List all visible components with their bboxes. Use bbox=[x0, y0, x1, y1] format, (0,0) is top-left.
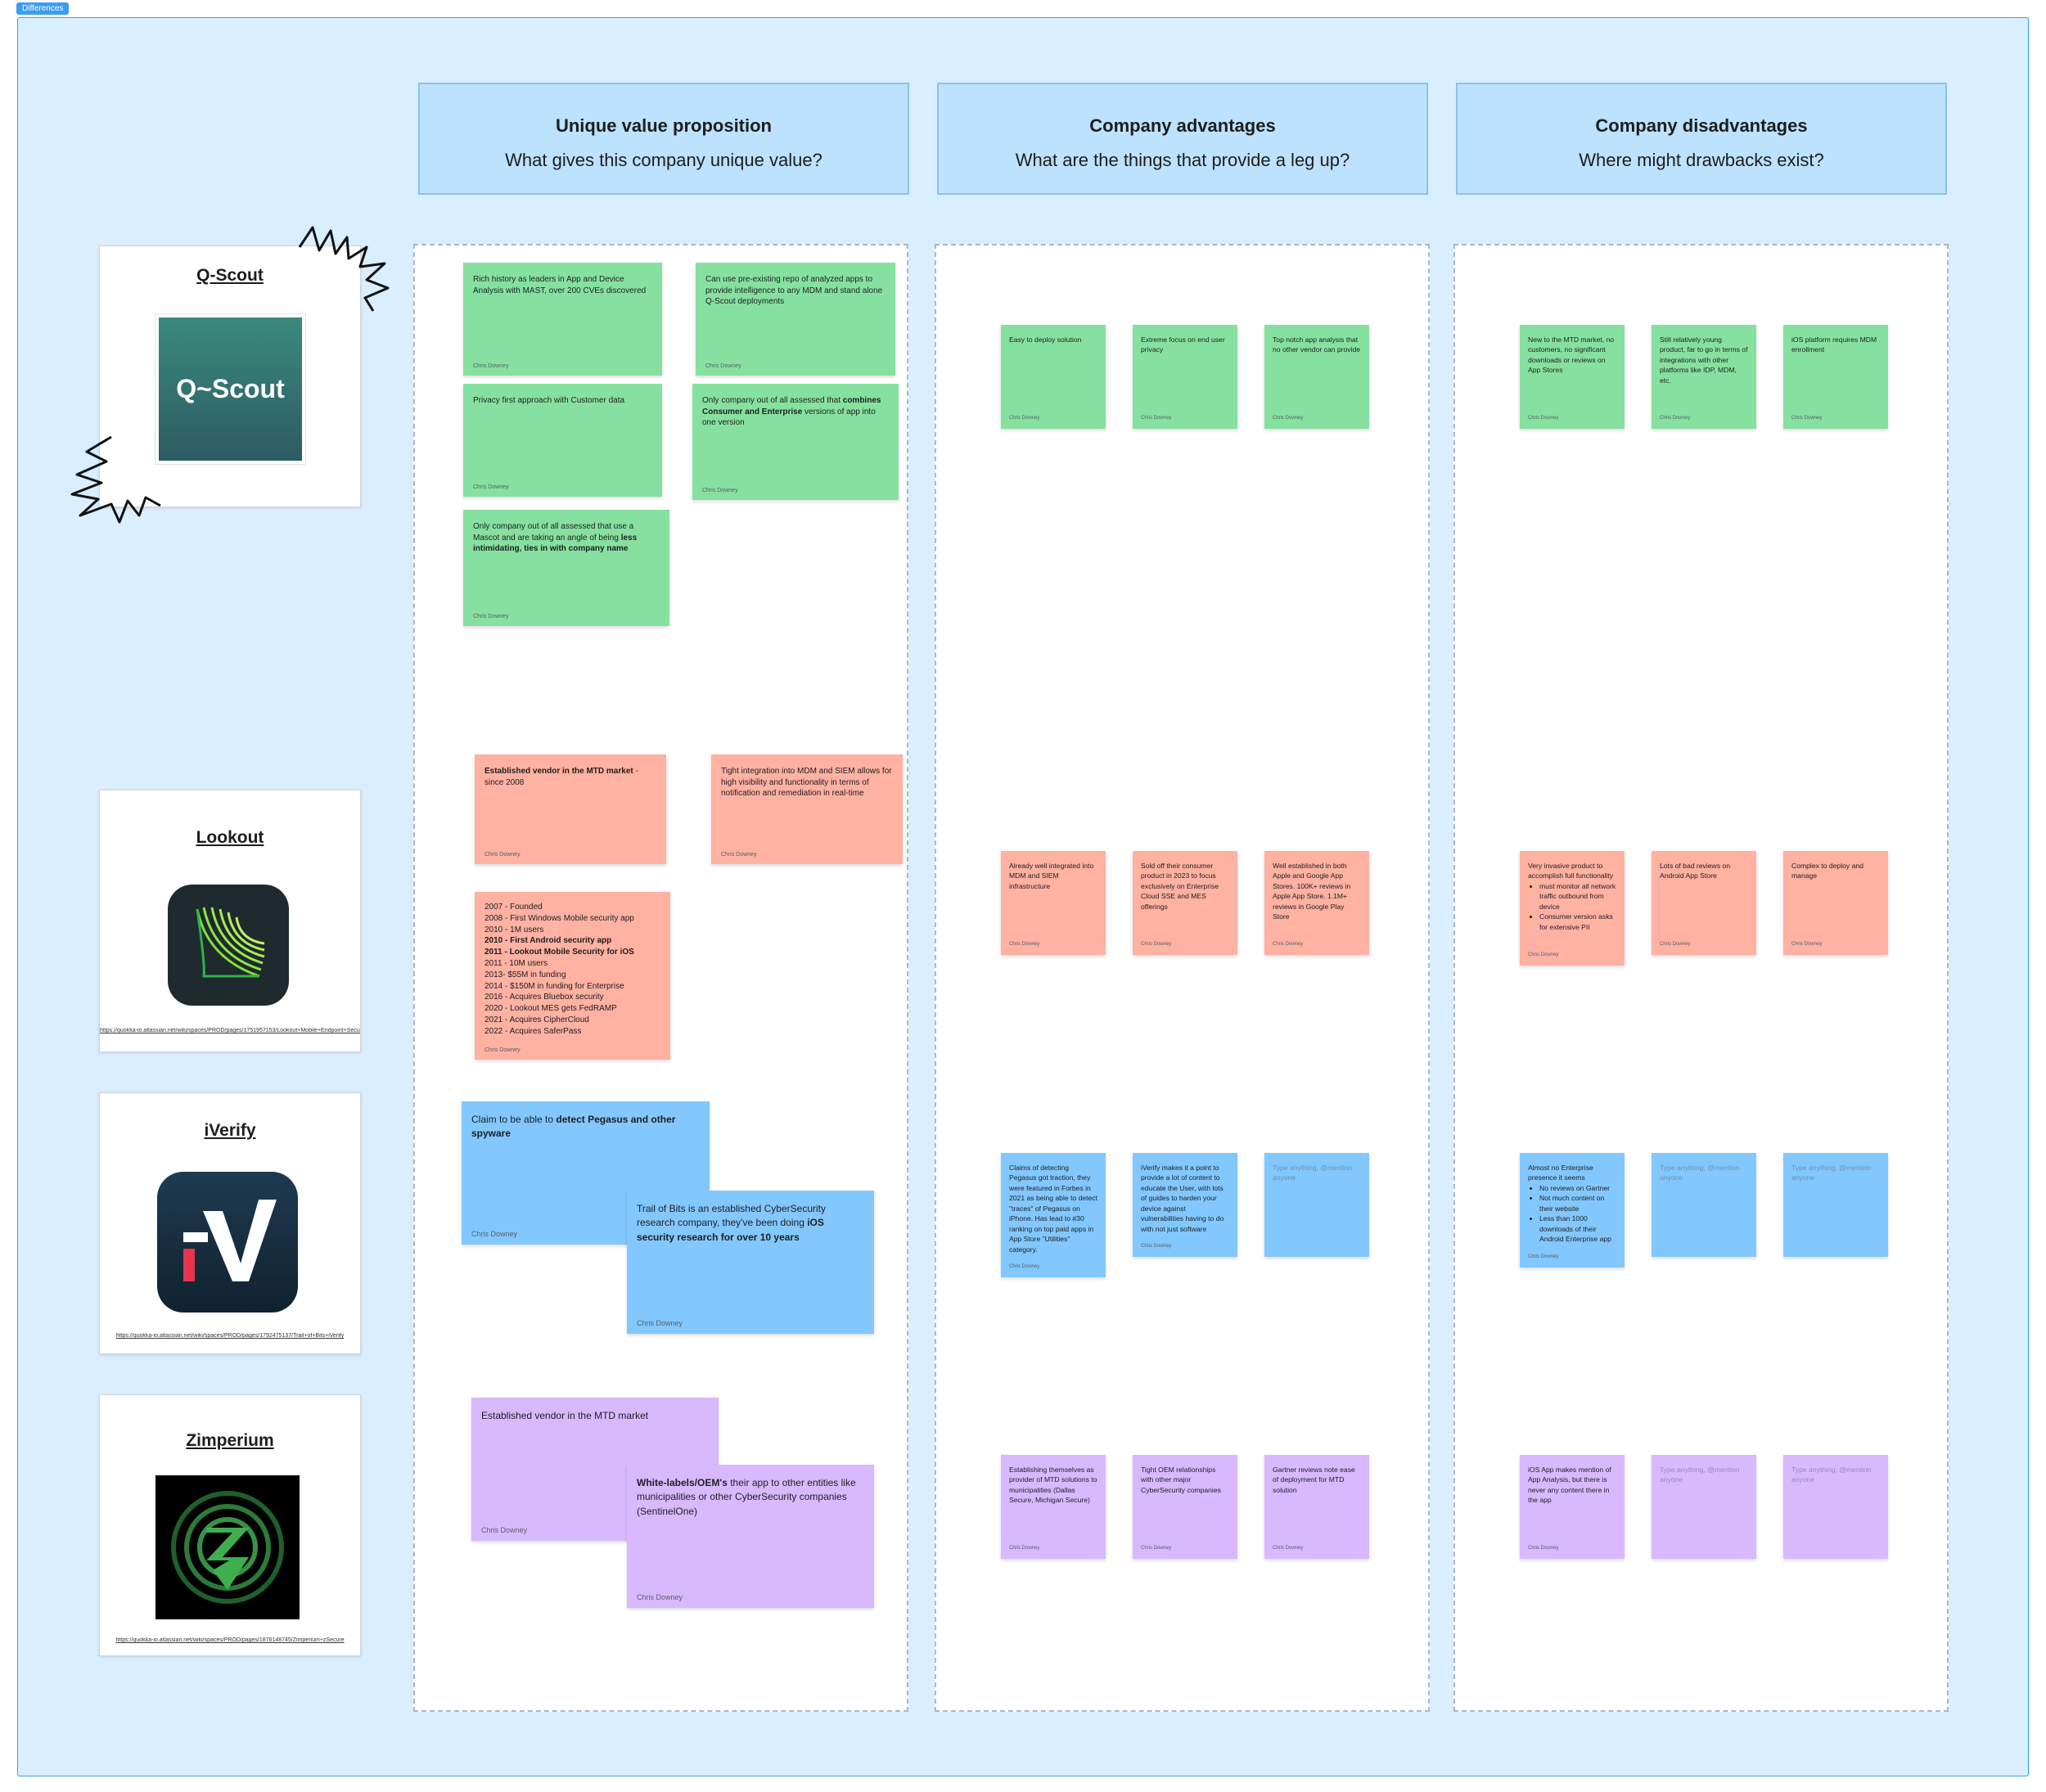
note-author: Chris Downey bbox=[637, 1319, 683, 1327]
sticky-note[interactable]: Privacy first approach with Customer dat… bbox=[463, 384, 662, 497]
note-author: Chris Downey bbox=[705, 363, 741, 369]
sticky-note[interactable]: Top notch app analysis that no other ven… bbox=[1264, 325, 1369, 429]
note-author: Chris Downey bbox=[1273, 942, 1304, 947]
company-card-zimperium[interactable]: Zimperium https://quokka-io.atlassian.ne… bbox=[99, 1394, 361, 1656]
note-author: Chris Downey bbox=[1528, 1254, 1559, 1259]
note-author: Chris Downey bbox=[1009, 942, 1040, 947]
sticky-note[interactable]: Very invasive product to accomplish full… bbox=[1520, 851, 1625, 966]
company-name: iVerify bbox=[204, 1121, 256, 1140]
note-author: Chris Downey bbox=[473, 484, 509, 490]
sticky-note[interactable]: Tight integration into MDM and SIEM allo… bbox=[711, 754, 903, 864]
note-author: Chris Downey bbox=[637, 1593, 683, 1601]
note-author: Chris Downey bbox=[1660, 942, 1691, 947]
sticky-note[interactable]: Extreme focus on end user privacy Chris … bbox=[1133, 325, 1237, 429]
header-unique-value[interactable]: Unique value proposition What gives this… bbox=[418, 83, 909, 195]
note-author: Chris Downey bbox=[1660, 416, 1691, 421]
header-advantages[interactable]: Company advantages What are the things t… bbox=[937, 83, 1428, 195]
note-author: Chris Downey bbox=[1141, 1244, 1172, 1249]
note-author: Chris Downey bbox=[721, 852, 757, 858]
empty-sticky-note[interactable]: Type anything, @mention anyone bbox=[1652, 1153, 1756, 1257]
sticky-note[interactable]: Only company out of all assessed that us… bbox=[463, 510, 669, 626]
iverify-logo-icon bbox=[157, 1172, 298, 1312]
note-author: Chris Downey bbox=[1528, 1546, 1559, 1551]
logo-text: Q~Scout bbox=[176, 374, 285, 403]
note-author: Chris Downey bbox=[1528, 952, 1559, 957]
sticky-note[interactable]: Can use pre-existing repo of analyzed ap… bbox=[696, 263, 895, 376]
header-title: Company disadvantages bbox=[1595, 115, 1808, 136]
company-name: Lookout bbox=[196, 828, 264, 847]
company-card-iverify[interactable]: iVerify https://quokka-io.atlassian.net/… bbox=[99, 1092, 361, 1354]
sticky-note[interactable]: Rich history as leaders in App and Devic… bbox=[463, 263, 662, 376]
company-card-lookout[interactable]: Lookout https://quokka-io.atlassian.net/… bbox=[99, 790, 361, 1052]
header-disadvantages[interactable]: Company disadvantages Where might drawba… bbox=[1456, 83, 1947, 195]
header-subtitle: What are the things that provide a leg u… bbox=[1015, 150, 1350, 170]
note-author: Chris Downey bbox=[1009, 416, 1040, 421]
note-author: Chris Downey bbox=[481, 1526, 528, 1534]
company-name: Q-Scout bbox=[196, 266, 264, 285]
sticky-note[interactable]: 2007 - Founded 2008 - First Windows Mobi… bbox=[475, 892, 670, 1060]
note-author: Chris Downey bbox=[484, 852, 521, 858]
note-author: Chris Downey bbox=[484, 1047, 521, 1053]
lookout-logo-icon bbox=[168, 885, 289, 1006]
empty-sticky-note[interactable]: Type anything, @mention anyone bbox=[1264, 1153, 1369, 1257]
note-author: Chris Downey bbox=[471, 1230, 518, 1238]
sticky-note[interactable]: Claims of detecting Pegasus got traction… bbox=[1001, 1153, 1106, 1277]
note-author: Chris Downey bbox=[1791, 416, 1823, 421]
sticky-note[interactable]: Established vendor in the MTD market - s… bbox=[475, 754, 666, 864]
note-author: Chris Downey bbox=[1273, 1546, 1304, 1551]
empty-sticky-note[interactable]: Type anything, @mention anyone bbox=[1783, 1455, 1888, 1559]
note-author: Chris Downey bbox=[1009, 1546, 1040, 1551]
lookout-wiki-link[interactable]: https://quokka-io.atlassian.net/wiki/spa… bbox=[100, 1028, 360, 1033]
sticky-note[interactable]: Trail of Bits is an established CyberSec… bbox=[627, 1191, 874, 1334]
note-author: Chris Downey bbox=[1273, 416, 1304, 421]
note-author: Chris Downey bbox=[702, 488, 738, 493]
lookout-timeline: 2007 - Founded 2008 - First Windows Mobi… bbox=[484, 903, 634, 1036]
empty-sticky-note[interactable]: Type anything, @mention anyone bbox=[1652, 1455, 1756, 1559]
qscout-logo-icon: Q~Scout bbox=[155, 314, 305, 464]
header-subtitle: Where might drawbacks exist? bbox=[1579, 150, 1824, 170]
sticky-note[interactable]: Complex to deploy and manage Chris Downe… bbox=[1783, 851, 1888, 955]
zimperium-logo-icon bbox=[155, 1475, 300, 1619]
sticky-note[interactable]: Well established in both Apple and Googl… bbox=[1264, 851, 1369, 955]
sticky-note[interactable]: White-labels/OEM's their app to other en… bbox=[627, 1465, 874, 1608]
sticky-note[interactable]: iOS platform requires MDM enrollment Chr… bbox=[1783, 325, 1888, 429]
header-title: Company advantages bbox=[1089, 115, 1276, 136]
sticky-note[interactable]: Establishing themselves as provider of M… bbox=[1001, 1455, 1106, 1559]
empty-sticky-note[interactable]: Type anything, @mention anyone bbox=[1783, 1153, 1888, 1257]
sticky-note[interactable]: Almost no Enterprise presence it seems N… bbox=[1520, 1153, 1625, 1267]
zimperium-wiki-link[interactable]: https://quokka-io.atlassian.net/wiki/spa… bbox=[115, 1637, 345, 1643]
scribble-decoration-icon[interactable] bbox=[295, 223, 393, 313]
header-title: Unique value proposition bbox=[555, 115, 772, 136]
header-subtitle: What gives this company unique value? bbox=[505, 150, 822, 170]
note-author: Chris Downey bbox=[473, 363, 509, 369]
note-author: Chris Downey bbox=[1141, 942, 1172, 947]
note-author: Chris Downey bbox=[1528, 416, 1559, 421]
sticky-note[interactable]: Tight OEM relationships with other major… bbox=[1133, 1455, 1237, 1559]
sticky-note[interactable]: Sold off their consumer product in 2023 … bbox=[1133, 851, 1237, 955]
sticky-note[interactable]: Gartner reviews note ease of deployment … bbox=[1264, 1455, 1369, 1559]
iverify-wiki-link[interactable]: https://quokka-io.atlassian.net/wiki/spa… bbox=[115, 1333, 345, 1339]
company-name: Zimperium bbox=[186, 1431, 274, 1450]
sticky-note[interactable]: Still relatively young product, far to g… bbox=[1652, 325, 1756, 429]
frame-label[interactable]: Differences bbox=[16, 2, 70, 15]
note-author: Chris Downey bbox=[1141, 1546, 1172, 1551]
note-author: Chris Downey bbox=[1791, 942, 1823, 947]
note-author: Chris Downey bbox=[473, 614, 509, 619]
company-card-qscout[interactable]: Q-Scout Q~Scout bbox=[99, 245, 361, 507]
sticky-note[interactable]: iVerify makes it a point to provide a lo… bbox=[1133, 1153, 1237, 1257]
note-author: Chris Downey bbox=[1009, 1264, 1040, 1269]
sticky-note[interactable]: New to the MTD market, no customers, no … bbox=[1520, 325, 1625, 429]
sticky-note[interactable]: Lots of bad reviews on Android App Store… bbox=[1652, 851, 1756, 955]
sticky-note[interactable]: Already well integrated into MDM and SIE… bbox=[1001, 851, 1106, 955]
sticky-note[interactable]: iOS App makes mention of App Analysis, b… bbox=[1520, 1455, 1625, 1559]
sticky-note[interactable]: Only company out of all assessed that co… bbox=[692, 384, 899, 500]
sticky-note[interactable]: Easy to deploy solution Chris Downey bbox=[1001, 325, 1106, 429]
note-author: Chris Downey bbox=[1141, 416, 1172, 421]
scribble-decoration-icon[interactable] bbox=[70, 434, 169, 525]
